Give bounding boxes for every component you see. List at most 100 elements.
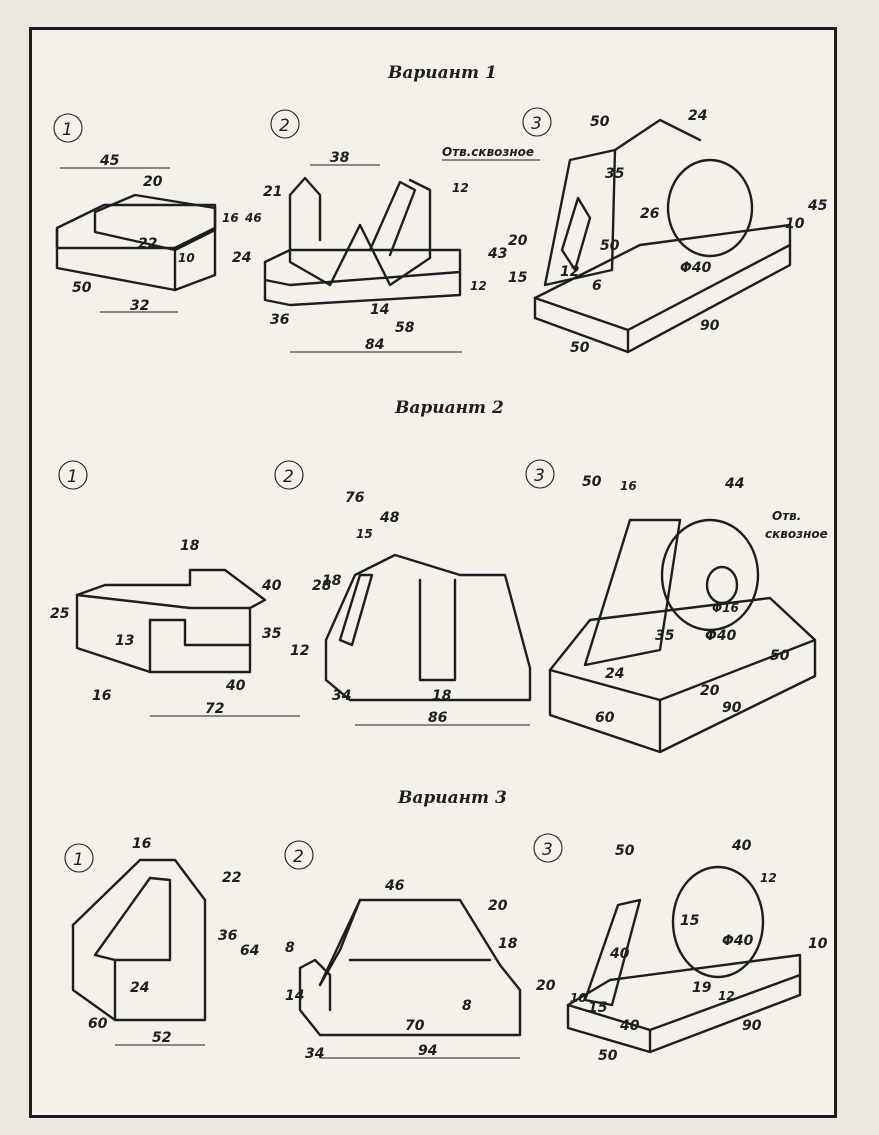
v1-p1-dim-45: 45	[99, 153, 120, 169]
v3-p3-base-top	[566, 953, 802, 1032]
v3-p3-dim-40a: 40	[731, 838, 752, 854]
v1-p3-hole-note: Отв.сквозное	[442, 145, 534, 159]
v1-p2-number-circle	[270, 109, 300, 139]
v3-p2-number: 2	[293, 847, 304, 867]
v3-p2-notch	[298, 958, 332, 1012]
v1-p3-dim-35: 35	[605, 166, 625, 182]
v3-p2-top	[318, 898, 522, 992]
v2-p3-dim-phi40: Φ40	[705, 628, 737, 644]
drawing-frame	[29, 27, 837, 1118]
v3-p2-number-circle	[284, 840, 314, 870]
v2-p1-top	[75, 568, 267, 610]
v3-p2-dim-18: 18	[498, 936, 518, 952]
v2-p2-dim-76: 76	[345, 490, 365, 506]
v2-p2-dim-86: 86	[428, 710, 448, 726]
v2-p2-dim-48: 48	[379, 510, 400, 526]
v1-p3-base-front	[533, 243, 792, 354]
v2-p3-dim-50b: 50	[770, 648, 790, 664]
v2-p3-hole-note-1: Отв.	[772, 509, 801, 523]
v1-p3-dim-24: 24	[688, 108, 707, 124]
v2-p2-dim-12: 12	[290, 643, 309, 659]
v2-p3-dim-20: 20	[700, 683, 720, 699]
v3-p2-dim-20a: 20	[488, 898, 508, 914]
v2-p2-number: 2	[283, 467, 294, 487]
v3-p2-dim-46: 46	[384, 878, 405, 894]
v2-p3-dim-50a: 50	[582, 474, 602, 490]
v3-p2-dim-70: 70	[405, 1018, 425, 1034]
v1-p3-number: 3	[531, 114, 542, 134]
v3-p2-dim-94: 94	[418, 1043, 437, 1059]
v3-p3-dim-12a: 12	[760, 871, 777, 885]
v2-p1-dim-35: 35	[262, 626, 282, 642]
v3-p1-dim-60: 60	[88, 1016, 108, 1032]
v2-p1-dim-25: 25	[50, 606, 70, 622]
v2-p1-dim-72: 72	[205, 701, 224, 717]
v2-p3-number: 3	[534, 466, 545, 486]
v3-p3-dim-40b: 40	[609, 946, 630, 962]
v2-p2-body	[324, 553, 532, 670]
v3-p3-number: 3	[542, 840, 553, 860]
v2-p2-dim-15: 15	[356, 527, 373, 541]
v3-p1-dim-52: 52	[152, 1030, 171, 1046]
v2-p3-dim-60: 60	[595, 710, 615, 726]
v2-p1-dim-18: 18	[180, 538, 200, 554]
v2-p3-support	[583, 518, 682, 667]
v2-p1-dim-13: 13	[115, 633, 134, 649]
v1-p3-dim-90: 90	[700, 318, 720, 334]
v2-part2: 2 76 48 15 28 18 12 34 18 86	[274, 460, 532, 726]
v1-p3-dim-50c: 50	[570, 340, 590, 356]
v3-p1-dim-36: 36	[218, 928, 238, 944]
v1-p2-dim-84: 84	[365, 337, 384, 353]
v2-p1-number: 1	[67, 467, 78, 487]
v1-part3: 3 50 24 Отв.сквозное 35 26 20 50 15 12 6…	[442, 107, 828, 356]
v3-p1-top	[71, 858, 207, 927]
v1-p2-base-front	[263, 270, 462, 307]
v1-p2-dim-14: 14	[370, 302, 389, 318]
v2-p3-hole	[705, 565, 739, 605]
v3-p3-dim-50b: 50	[598, 1048, 618, 1064]
v2-p3-dim-24: 24	[605, 666, 624, 682]
v1-p1-dim-22: 22	[138, 236, 157, 252]
v2-p2-dim-34: 34	[332, 688, 351, 704]
v2-p2-slot	[418, 578, 457, 682]
v3-p1-number-circle	[64, 843, 94, 873]
v2-p3-dim-phi16: Φ16	[712, 601, 739, 615]
v3-p3-dim-50a: 50	[615, 843, 635, 859]
v3-p3-dim-19: 19	[692, 980, 712, 996]
v3-p2-dim-34: 34	[305, 1046, 324, 1062]
v1-p3-hole	[560, 196, 592, 272]
v2-p3-number-circle	[525, 459, 555, 489]
v1-p1-dim-10: 10	[178, 251, 195, 265]
v2-p1-dim-40a: 40	[261, 578, 282, 594]
v1-p2-dim-38: 38	[330, 150, 350, 166]
v2-p3-dim-44: 44	[724, 476, 744, 492]
v3-p3-cylinder	[671, 865, 765, 979]
v2-p2-dim-18a: 18	[322, 573, 342, 589]
v1-p3-dim-26: 26	[640, 206, 660, 222]
v2-p2-number-circle	[274, 460, 304, 490]
v1-p1-number: 1	[62, 120, 73, 140]
v2-p1-number-circle	[58, 460, 88, 490]
v1-p3-dim-20: 20	[508, 233, 528, 249]
v2-p1-dim-40b: 40	[225, 678, 246, 694]
v1-p2-slot-left	[288, 176, 322, 242]
v2-p2-base	[324, 638, 532, 702]
v3-p3-dim-10b: 10	[570, 991, 587, 1005]
v1-p3-number-circle	[522, 107, 552, 137]
v2-p3-dim-16: 16	[620, 479, 637, 493]
v2-p3-dim-35: 35	[655, 628, 675, 644]
v3-p2-dim-8a: 8	[285, 940, 295, 956]
v3-p2-dim-20b: 20	[536, 978, 556, 994]
v1-p3-dim-45: 45	[807, 198, 828, 214]
variant-1-title: Вариант 1	[387, 63, 497, 83]
v1-p2-slot-right	[368, 180, 417, 257]
v1-part1: 1 45 20 16 46 22 10 24 50 32	[53, 113, 262, 314]
v1-p1-number-circle	[53, 113, 83, 143]
v1-p1-dim-46: 46	[244, 211, 262, 225]
v3-part1: 1 16 22 36 64 24 60 52	[64, 836, 259, 1046]
v3-p3-rib	[583, 898, 642, 1007]
v3-p1-dim-16: 16	[132, 836, 152, 852]
variant-2-title: Вариант 2	[394, 398, 504, 418]
v2-p3-cylinder	[660, 518, 760, 632]
v3-p3-dim-12b: 12	[718, 989, 735, 1003]
